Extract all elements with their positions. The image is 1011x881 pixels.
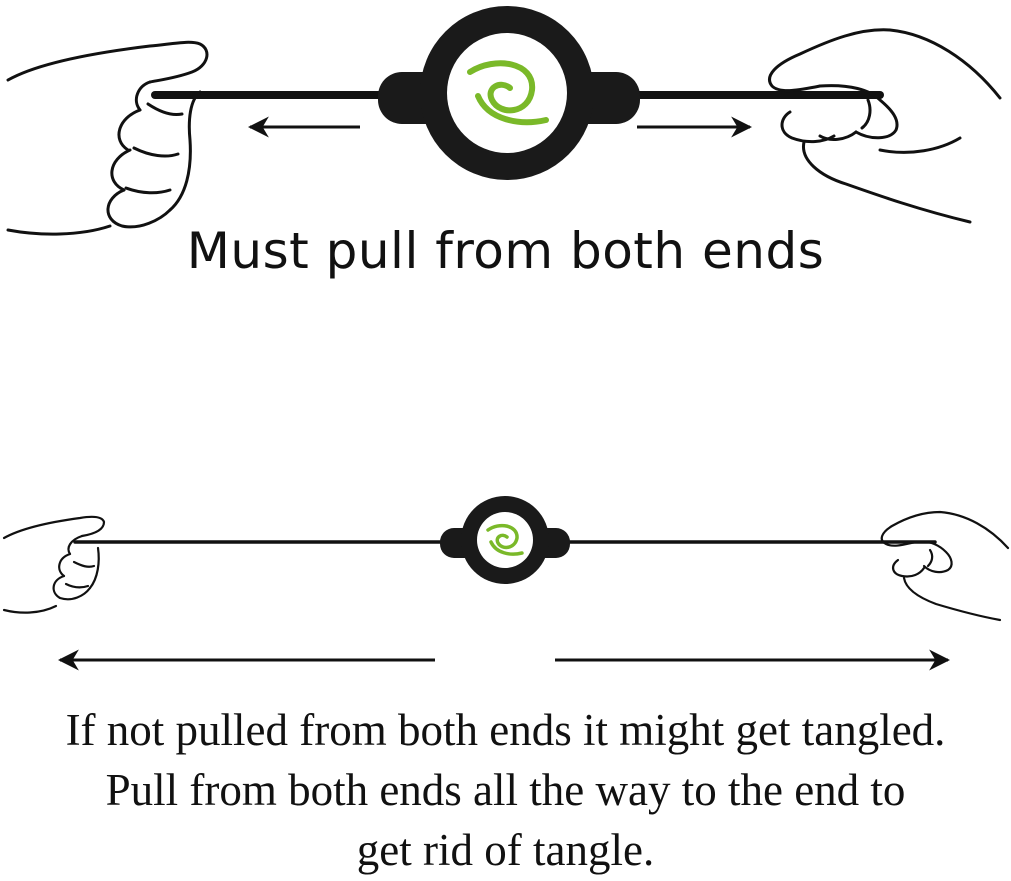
bottom-caption-line-2: Pull from both ends all the way to the e…	[105, 765, 906, 815]
top-illustration	[6, 6, 1002, 236]
bottom-caption: If not pulled from both ends it might ge…	[0, 700, 1011, 880]
bottom-left-hand-icon	[2, 515, 106, 614]
top-left-hand-icon	[6, 40, 209, 236]
bottom-caption-line-1: If not pulled from both ends it might ge…	[65, 705, 946, 755]
top-swirl-logo-icon	[467, 60, 549, 126]
bottom-swirl-logo-icon	[486, 523, 524, 556]
top-reel-icon	[378, 6, 640, 180]
bottom-reel-icon	[440, 496, 570, 584]
bottom-right-hand-icon	[880, 510, 1010, 622]
bottom-caption-line-3: get rid of tangle.	[356, 825, 655, 875]
bottom-illustration	[2, 496, 1010, 671]
top-caption: Must pull from both ends	[186, 222, 825, 280]
top-right-hand-icon	[768, 28, 1002, 224]
